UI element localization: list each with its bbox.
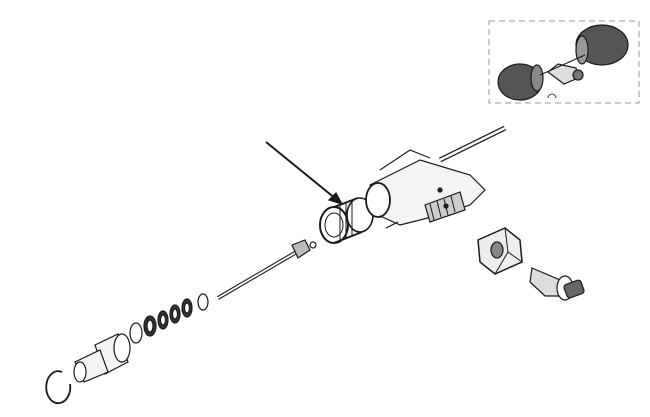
inset-overview: [488, 20, 640, 104]
retaining-ring: [45, 370, 72, 405]
brush-left-image: [497, 63, 544, 101]
inset-small-part: [547, 93, 557, 99]
sleeve-part: [73, 333, 131, 383]
drive-shaft: [216, 239, 317, 300]
bushing-part: [319, 197, 374, 244]
coupling-block: [477, 227, 523, 275]
end-fitting: [529, 267, 585, 301]
main-housing: [365, 125, 507, 229]
brush-right-image: [575, 24, 629, 66]
seal-stack: [129, 293, 209, 344]
arrow-icon: [265, 141, 344, 206]
